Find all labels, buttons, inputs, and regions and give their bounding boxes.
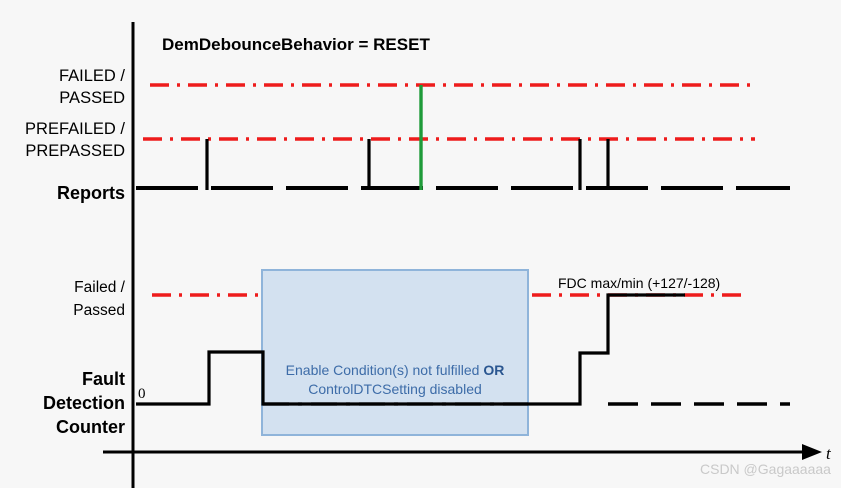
time-axis-label: t: [826, 444, 832, 463]
fdc-step-waveform-group: [136, 293, 685, 406]
callout-text-line1-part1: Enable Condition(s) not fulfilled: [286, 362, 484, 378]
label-fdc-line2: Detection: [43, 393, 125, 413]
upper-section-labels: FAILED / PASSED PREFAILED / PREPASSED Re…: [25, 67, 125, 203]
reports-pulses-group: [205, 85, 610, 190]
callout-text-line1-part2: OR: [483, 362, 504, 378]
label-passed-line2: Passed: [73, 302, 125, 319]
callout-text-line2: ControlDTCSetting disabled: [308, 381, 482, 397]
page-title: DemDebounceBehavior = RESET: [162, 35, 430, 54]
label-prefailed-prepassed-line1: PREFAILED /: [25, 120, 125, 138]
fdc-step-right: [528, 293, 685, 406]
label-failed-passed-line1: FAILED /: [59, 67, 125, 85]
label-failed-line1: Failed /: [74, 279, 126, 296]
callout-text-line1: Enable Condition(s) not fulfilled OR: [286, 362, 505, 378]
label-fdc-line1: Fault: [82, 369, 125, 389]
label-prefailed-prepassed-line2: PREPASSED: [25, 142, 125, 160]
label-zero: 0: [138, 386, 146, 402]
label-fdc-limit: FDC max/min (+127/-128): [558, 275, 720, 291]
axes-group: t: [103, 22, 832, 488]
watermark-text: CSDN @Gagaaaaaa: [700, 461, 831, 477]
callout-box: [261, 269, 529, 436]
label-reports-row: Reports: [57, 183, 125, 203]
callout-box-group: [261, 269, 529, 436]
label-failed-passed-line2: PASSED: [59, 89, 125, 107]
fdc-step-left: [136, 350, 528, 406]
callout-box-text-group: Enable Condition(s) not fulfilled OR Con…: [286, 362, 505, 397]
label-fdc-line3: Counter: [56, 417, 125, 437]
x-axis-arrowhead: [802, 444, 822, 460]
lower-section-labels: Failed / Passed Fault Detection Counter …: [43, 275, 720, 437]
